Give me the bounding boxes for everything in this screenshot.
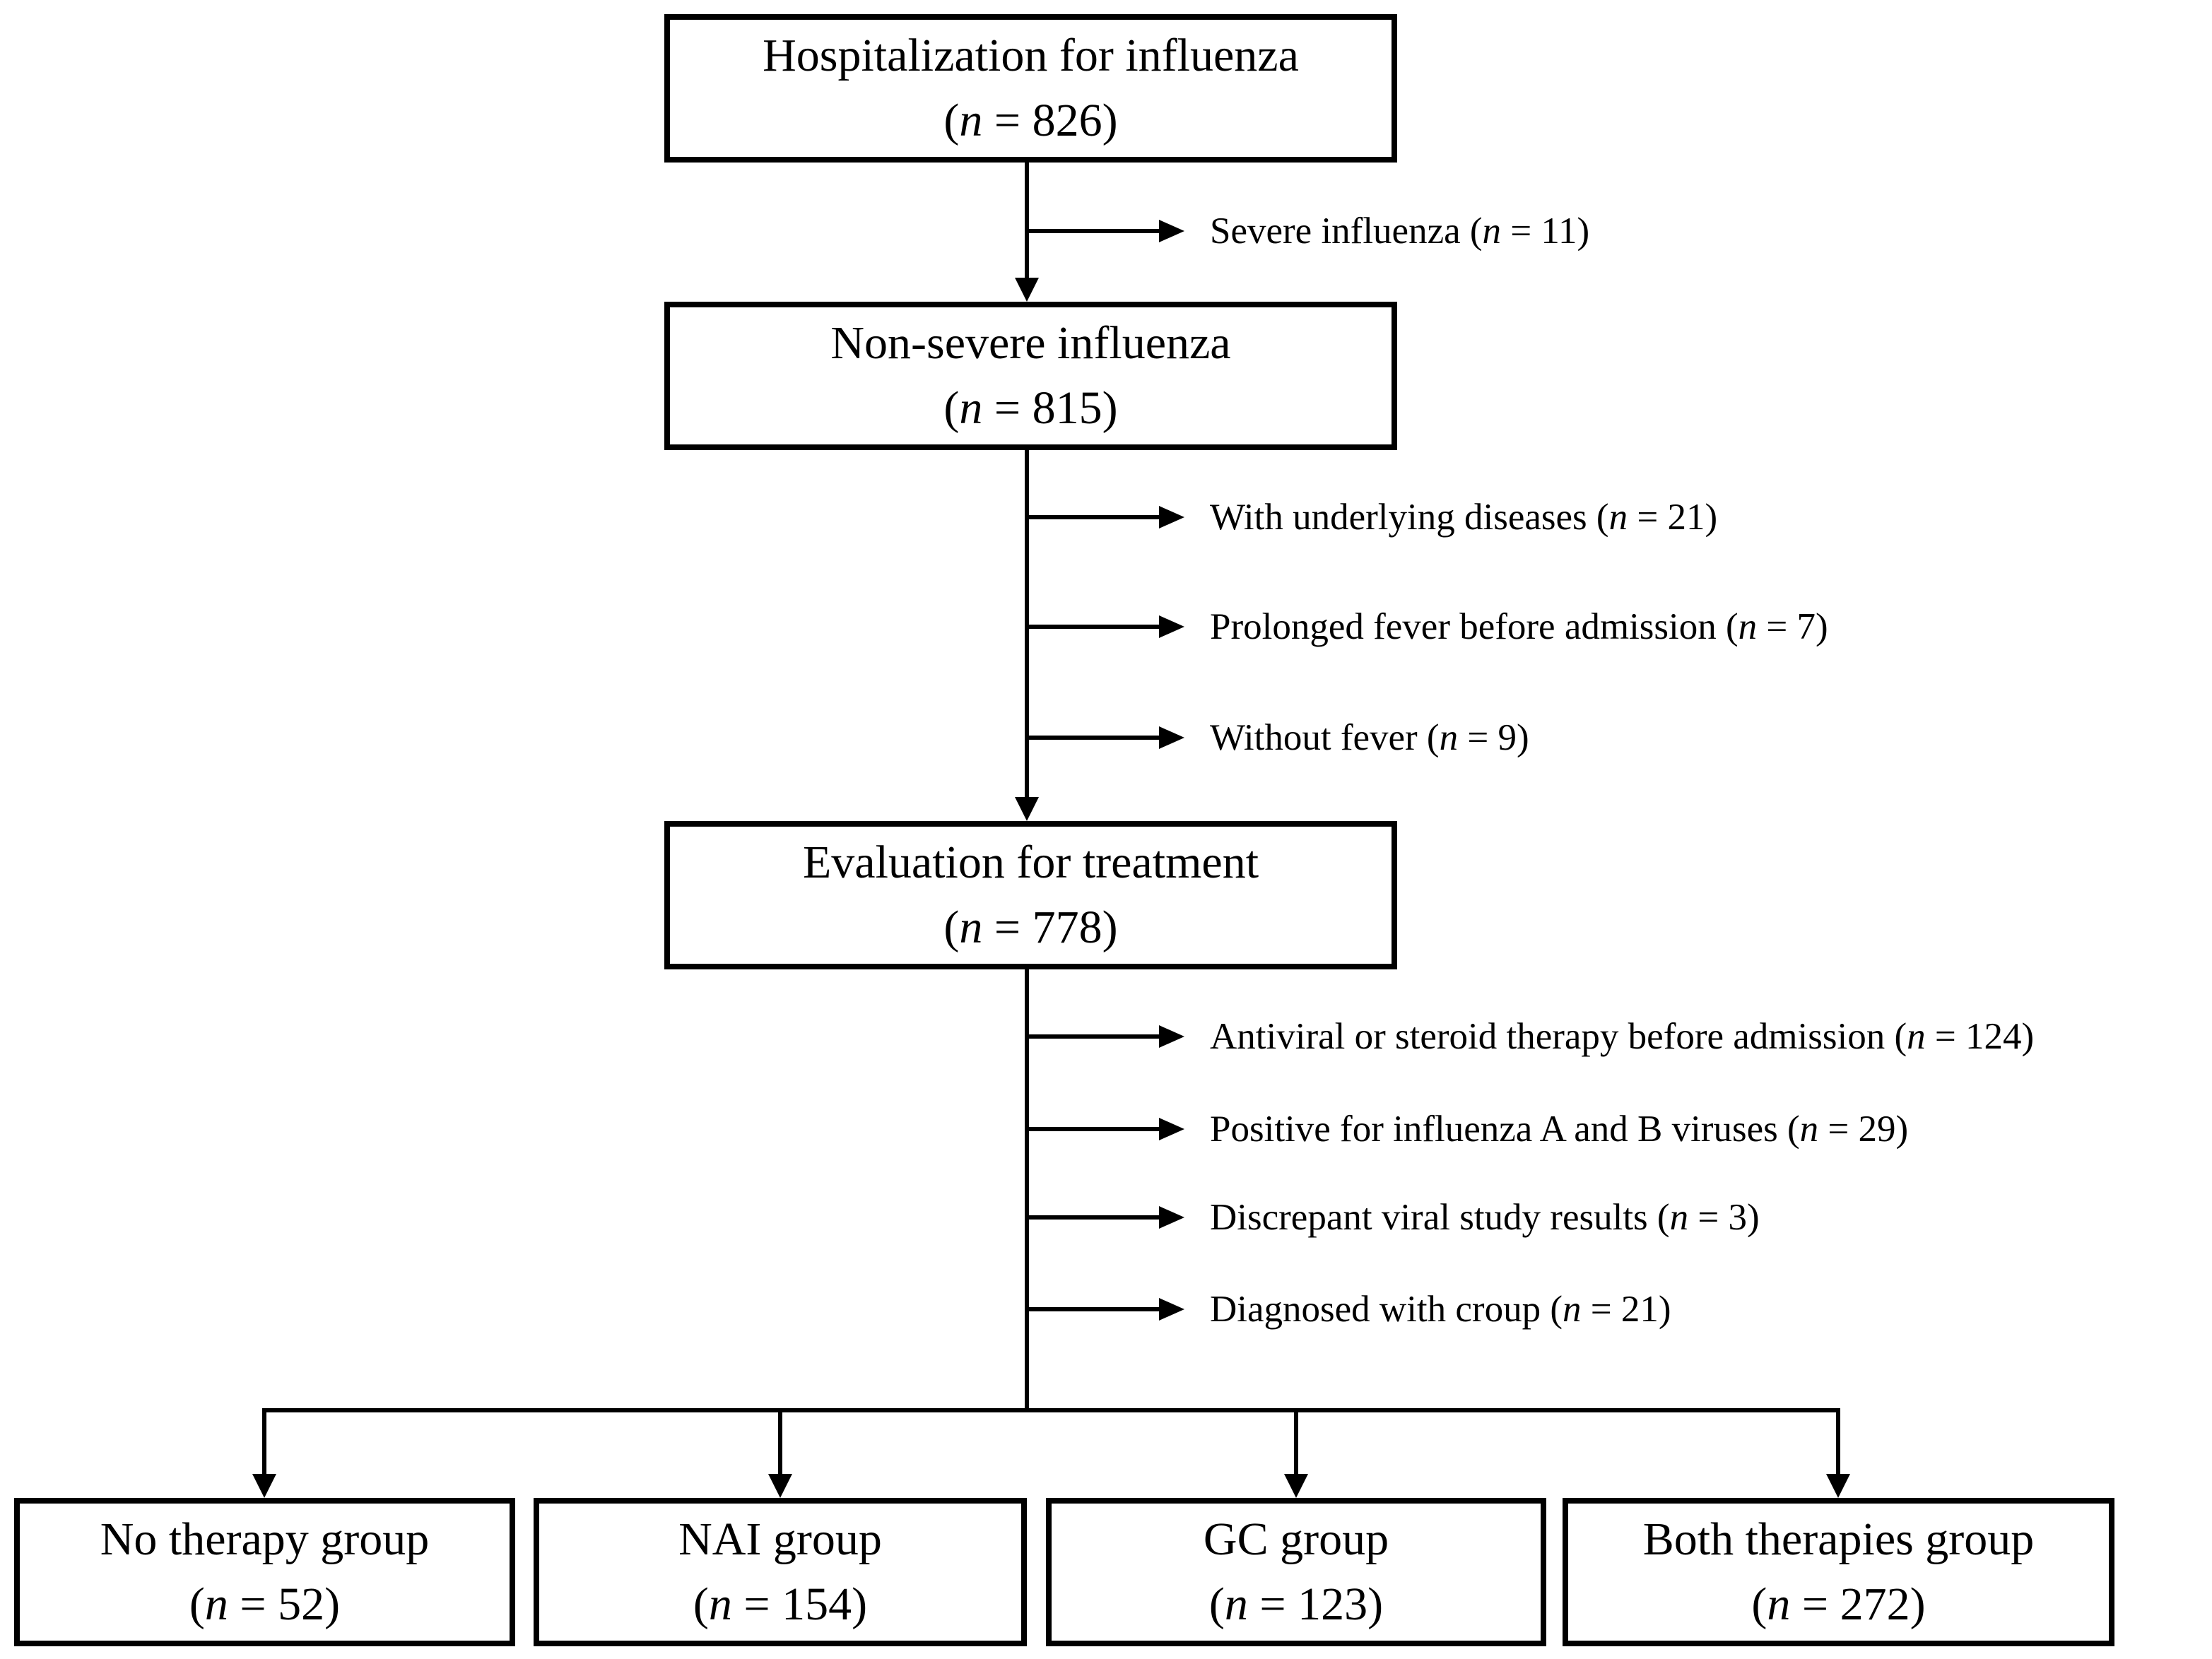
box-count: (n = 154) [693,1578,868,1630]
arrowhead-down-icon [1015,278,1039,302]
box-group-both-therapies: Both therapies group (n = 272) [1563,1498,2114,1646]
arrowhead-down-icon [252,1474,276,1498]
box-group-gc: GC group (n = 123) [1046,1498,1546,1646]
spine-connector-1 [1025,163,1029,281]
arrowhead-down-icon [768,1474,792,1498]
exclusion-branch: Diagnosed with croup (n = 21) [1029,1288,1671,1330]
arrow-line [1029,1307,1159,1311]
arrowhead-down-icon [1284,1474,1308,1498]
box-count: (n = 272) [1751,1578,1926,1630]
arrowhead-right-icon [1159,726,1184,749]
exclusion-label: Without fever (n = 9) [1210,717,1529,758]
exclusion-branch: Without fever (n = 9) [1029,716,1529,759]
box-title: Evaluation for treatment [802,837,1259,888]
arrowhead-right-icon [1159,1298,1184,1321]
box-evaluation: Evaluation for treatment (n = 778) [664,821,1397,969]
arrow-line [1029,1215,1159,1220]
arrowhead-right-icon [1159,506,1184,529]
box-count: (n = 778) [943,902,1118,953]
group-connector-4 [1836,1412,1840,1477]
box-count: (n = 826) [943,95,1118,146]
box-count: (n = 123) [1208,1578,1384,1630]
box-title: GC group [1203,1513,1389,1565]
box-hospitalization: Hospitalization for influenza (n = 826) [664,14,1397,163]
exclusion-branch: With underlying diseases (n = 21) [1029,496,1717,538]
arrow-line [1029,1034,1159,1039]
arrowhead-down-icon [1826,1474,1850,1498]
box-non-severe: Non-severe influenza (n = 815) [664,302,1397,450]
arrow-line [1029,625,1159,629]
box-title: NAI group [678,1513,882,1565]
box-group-no-therapy: No therapy group (n = 52) [14,1498,515,1646]
arrow-line [1029,1127,1159,1131]
arrow-line [1029,229,1159,233]
exclusion-branch: Prolonged fever before admission (n = 7) [1029,606,1828,648]
group-connector-3 [1294,1412,1298,1477]
arrow-line [1029,736,1159,740]
group-connector-2 [778,1412,782,1477]
box-title: Both therapies group [1642,1513,2035,1565]
arrowhead-right-icon [1159,615,1184,638]
exclusion-branch: Discrepant viral study results (n = 3) [1029,1196,1760,1239]
branch-distribution-line [262,1408,1840,1412]
box-title: Non-severe influenza [830,317,1231,369]
exclusion-label: Diagnosed with croup (n = 21) [1210,1289,1671,1330]
spine-connector-3 [1025,969,1029,1412]
arrowhead-right-icon [1159,1206,1184,1229]
exclusion-label: Discrepant viral study results (n = 3) [1210,1197,1760,1238]
exclusion-label: Prolonged fever before admission (n = 7) [1210,606,1828,647]
arrowhead-right-icon [1159,1025,1184,1048]
arrow-line [1029,515,1159,519]
exclusion-label: Positive for influenza A and B viruses (… [1210,1109,1909,1150]
group-connector-1 [262,1412,266,1477]
spine-connector-2 [1025,450,1029,801]
exclusion-branch: Antiviral or steroid therapy before admi… [1029,1015,2034,1058]
arrowhead-right-icon [1159,220,1184,242]
arrowhead-down-icon [1015,797,1039,821]
box-count: (n = 52) [189,1578,341,1630]
arrowhead-right-icon [1159,1118,1184,1140]
box-title: Hospitalization for influenza [763,30,1299,81]
box-group-nai: NAI group (n = 154) [534,1498,1027,1646]
exclusion-label: With underlying diseases (n = 21) [1210,497,1718,538]
exclusion-label: Severe influenza (n = 11) [1210,211,1590,252]
box-count: (n = 815) [943,382,1118,434]
box-title: No therapy group [100,1513,430,1565]
exclusion-label: Antiviral or steroid therapy before admi… [1210,1016,2035,1057]
exclusion-branch: Positive for influenza A and B viruses (… [1029,1108,1908,1150]
exclusion-branch: Severe influenza (n = 11) [1029,210,1589,252]
